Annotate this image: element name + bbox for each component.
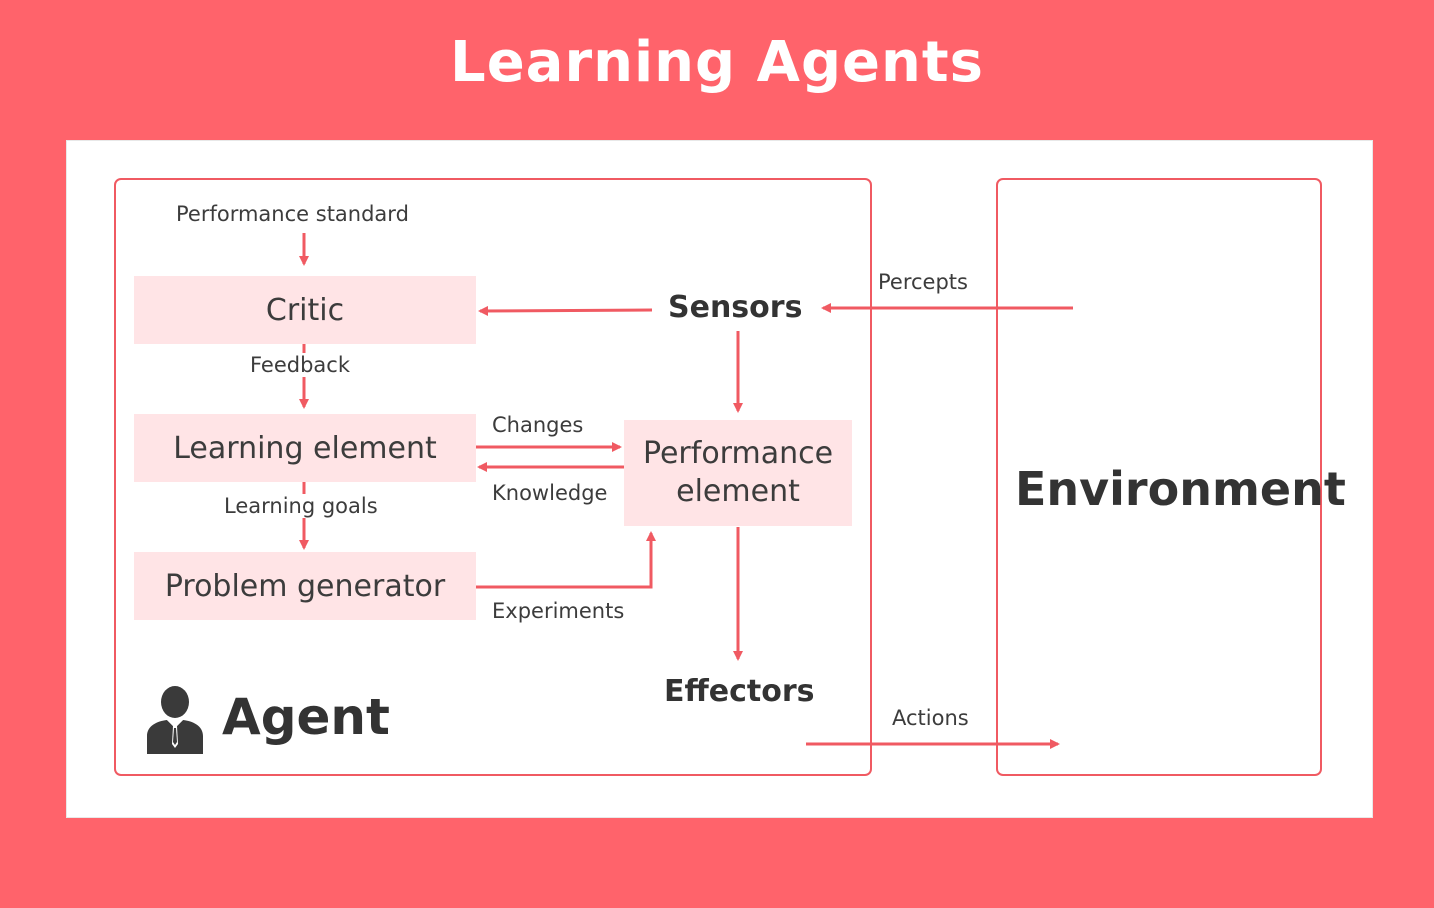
label-performance-standard: Performance standard [176, 202, 409, 226]
arrow-sensors-to-critic [478, 305, 653, 316]
businessman-icon [147, 686, 203, 754]
label-experiments: Experiments [492, 599, 625, 623]
critic-box: Critic [134, 276, 476, 344]
page-title: Learning Agents [450, 30, 984, 95]
performance-element-box: Performance element [624, 420, 852, 526]
label-feedback: Feedback [248, 353, 353, 377]
agent-frame [114, 178, 872, 776]
environment-frame [996, 178, 1322, 776]
arrow-experiments [476, 531, 656, 589]
agent-label: Agent [222, 688, 390, 746]
label-percepts: Percepts [878, 270, 968, 294]
label-actions: Actions [892, 706, 969, 730]
label-learning-goals: Learning goals [222, 494, 380, 518]
learning-element-box: Learning element [134, 414, 476, 482]
label-knowledge: Knowledge [492, 481, 608, 505]
environment-label: Environment [1015, 462, 1346, 516]
effectors-label: Effectors [664, 674, 815, 709]
label-changes: Changes [492, 413, 584, 437]
problem-generator-box: Problem generator [134, 552, 476, 620]
sensors-label: Sensors [668, 290, 803, 325]
